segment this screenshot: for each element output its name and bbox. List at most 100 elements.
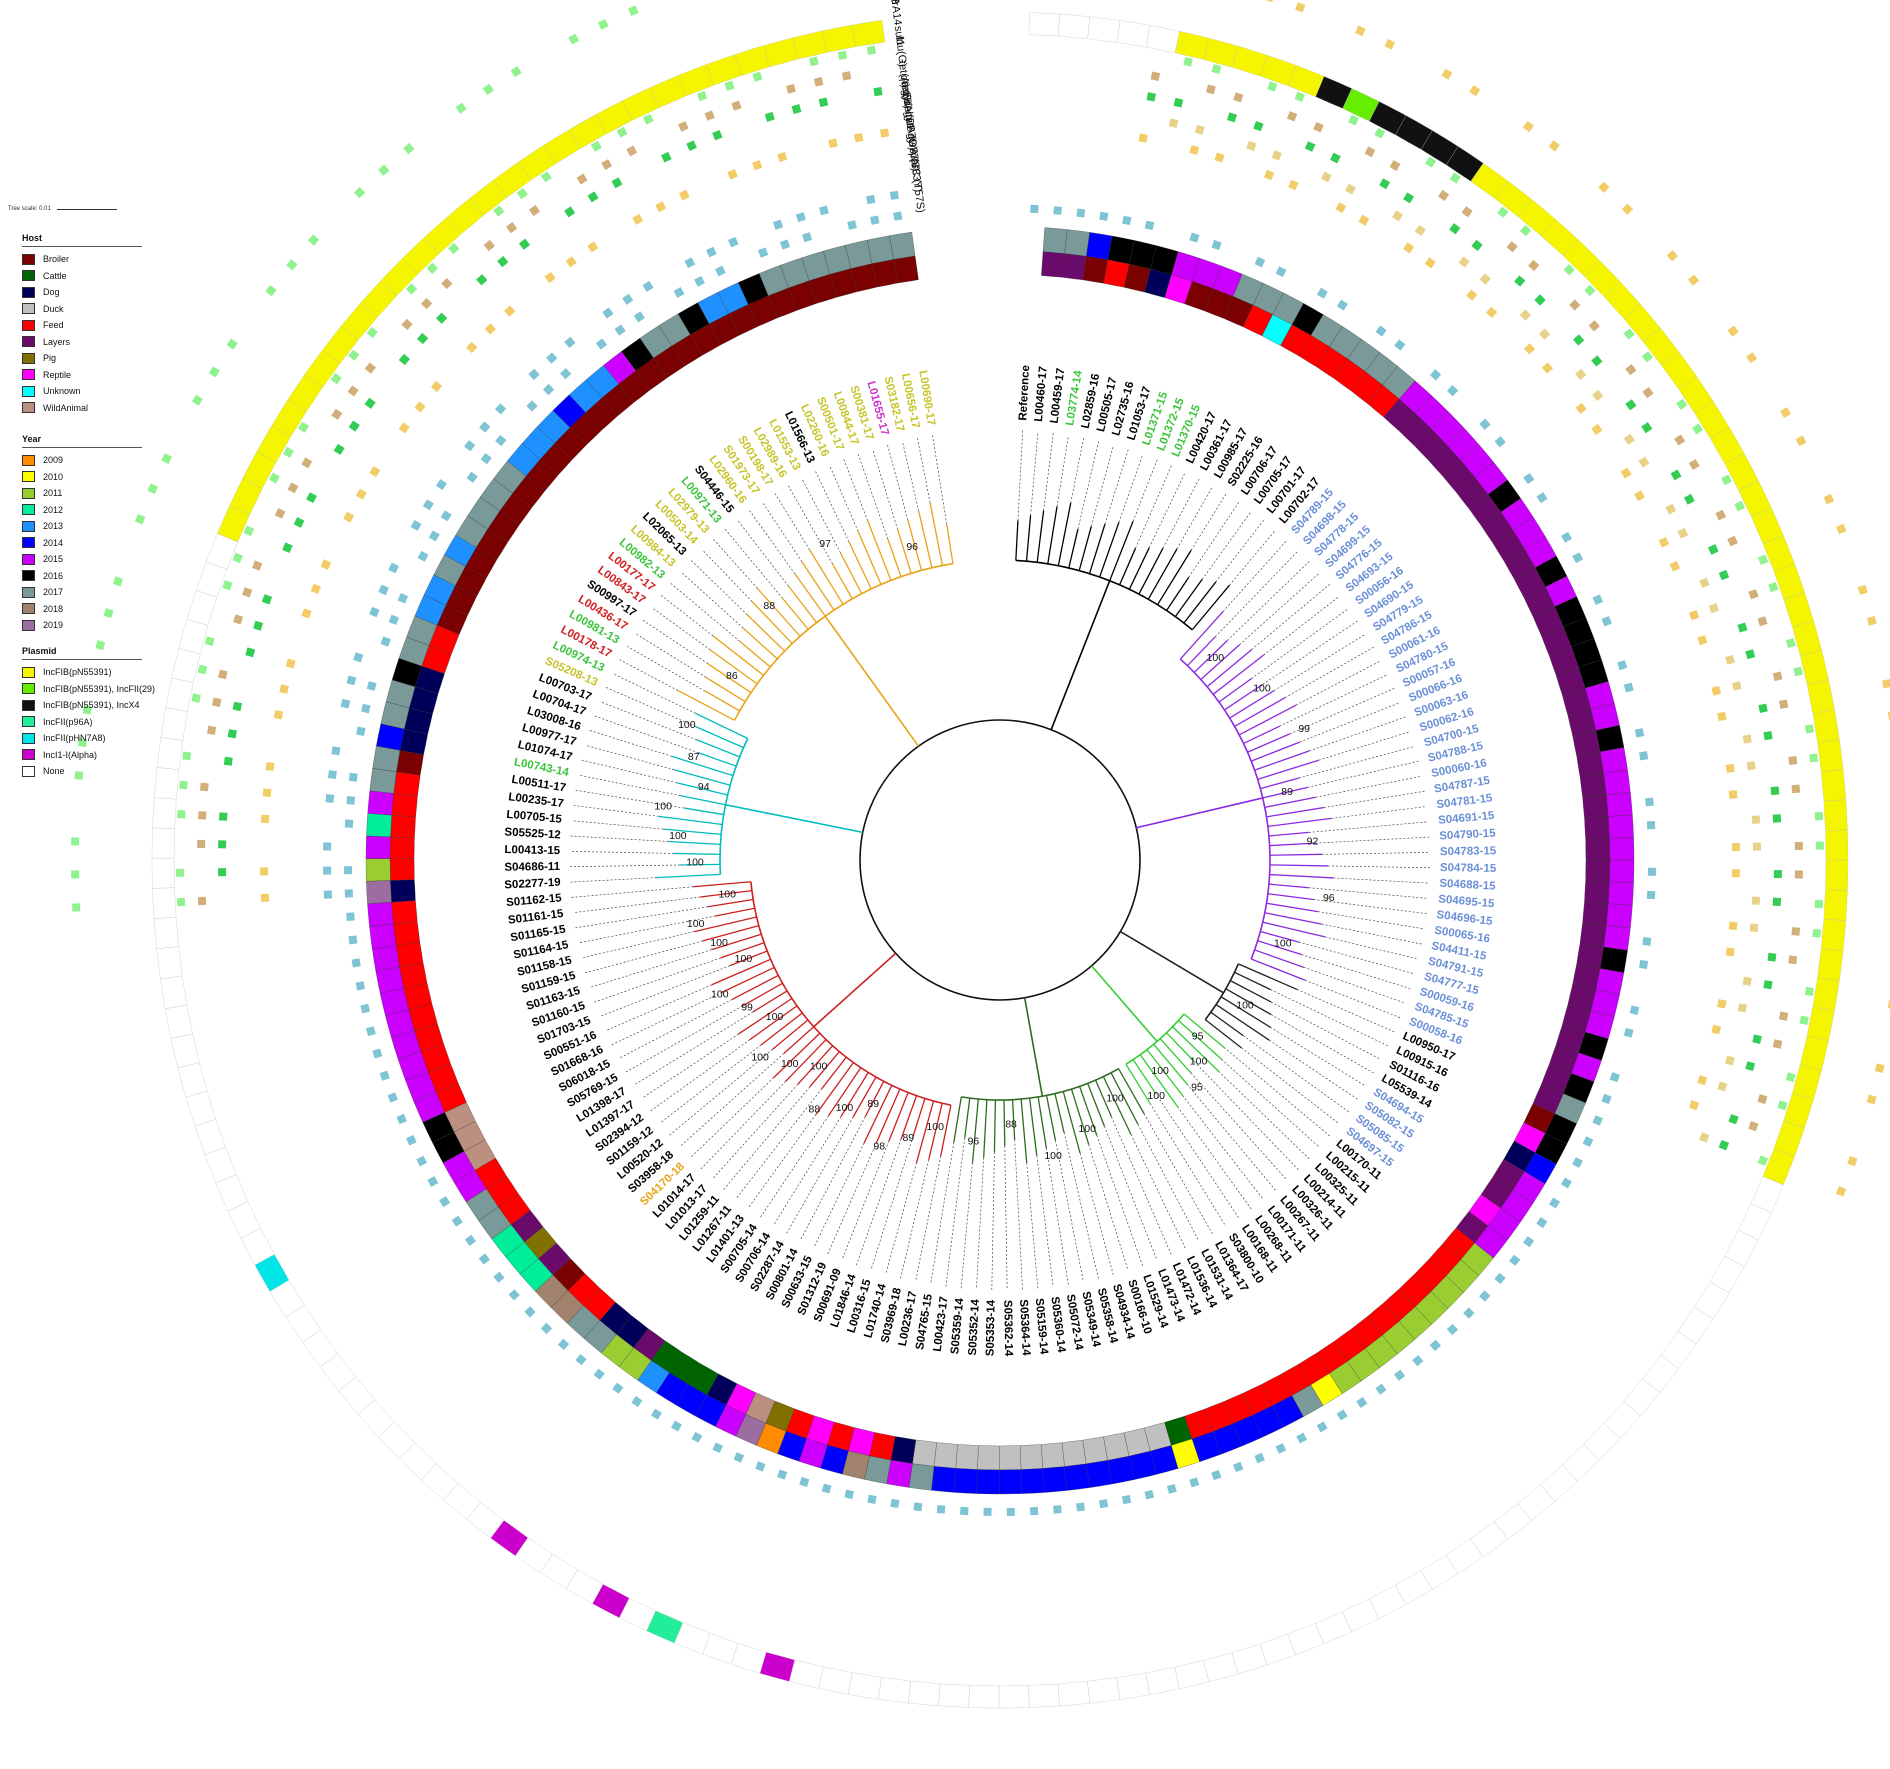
leaf-dotted-extension: [1262, 620, 1358, 685]
host-ring-segment: [1020, 1444, 1043, 1470]
gene-presence-square: [1874, 1063, 1885, 1074]
leaf-dotted-extension: [1270, 989, 1388, 1047]
leaf-branch: [773, 1032, 821, 1079]
leaf-dotted-extension: [1269, 1039, 1358, 1100]
year-ring-segment: [1608, 814, 1634, 839]
gene-presence-square: [1749, 923, 1759, 933]
gene-presence-square: [1522, 120, 1535, 133]
host-ring-segment: [1041, 251, 1065, 278]
gene-presence-square: [890, 1498, 900, 1509]
gene-presence-square: [508, 1289, 520, 1301]
plasmid-ring-segment: [177, 1062, 208, 1098]
year-ring-segment: [1086, 232, 1113, 260]
plasmid-ring-segment: [938, 1683, 970, 1708]
leaf-branch: [760, 1012, 803, 1046]
year-legend-item: 2013: [22, 518, 142, 535]
leaf-branch: [864, 1081, 885, 1118]
gene-presence-square: [1572, 552, 1584, 564]
gene-presence-square: [1514, 275, 1526, 287]
gene-presence-square: [1389, 160, 1401, 171]
gene-presence-square: [397, 593, 409, 604]
gene-presence-square: [479, 421, 491, 433]
leaf-dotted-extension: [1222, 539, 1288, 612]
leaf-branch: [1118, 547, 1137, 586]
gene-presence-square: [1356, 1396, 1368, 1408]
host-legend-item: Layers: [22, 334, 142, 351]
plasmid-ring-segment: [151, 857, 175, 889]
gene-presence-square: [71, 870, 80, 879]
gene-presence-square: [889, 190, 900, 200]
gene-presence-square: [1748, 589, 1759, 600]
leaf-dotted-extension: [650, 1039, 751, 1112]
gene-presence-square: [597, 19, 609, 30]
leaf-dotted-extension: [1318, 731, 1411, 761]
bootstrap-value: 89: [867, 1098, 879, 1110]
gene-presence-square: [1598, 181, 1610, 193]
leaf-branch: [1191, 584, 1230, 631]
leaf-dotted-extension: [827, 1142, 877, 1255]
leaf-branch: [1234, 697, 1286, 727]
leaf-dotted-extension: [570, 835, 669, 842]
year-ring-segment: [367, 902, 394, 927]
leaf-dotted-extension: [691, 560, 748, 616]
gene-presence-square: [1725, 654, 1735, 665]
gene-presence-square: [1098, 1499, 1109, 1509]
gene-presence-square: [1392, 210, 1404, 222]
leaf-dotted-extension: [571, 820, 664, 830]
leaf-branch: [1238, 704, 1297, 736]
leaf-dotted-extension: [1004, 1145, 1008, 1290]
leaf-dotted-extension: [1149, 1103, 1226, 1227]
gene-presence-square: [348, 349, 360, 361]
gene-presence-square: [510, 66, 522, 78]
gene-presence-square: [283, 446, 294, 458]
leaf-branch: [876, 1088, 901, 1143]
gene-presence-square: [1469, 85, 1481, 97]
host-ring-segment: [912, 1439, 937, 1467]
leaf-branch: [1025, 515, 1032, 562]
plasmid-ring-segment: [178, 618, 209, 654]
gene-presence-square: [1847, 1156, 1858, 1167]
gene-presence-square: [1772, 1039, 1783, 1049]
bootstrap-value: 100: [1236, 999, 1254, 1011]
leaf-dotted-extension: [1014, 1139, 1023, 1290]
gene-presence-square: [323, 890, 333, 899]
gene-presence-square: [1549, 1197, 1561, 1209]
leaf-dotted-extension: [600, 701, 698, 741]
bootstrap-value: 100: [1044, 1150, 1062, 1162]
leaf-dotted-extension: [1046, 1148, 1069, 1285]
leaf-branch: [1172, 1026, 1220, 1072]
leaf-branch: [707, 663, 752, 694]
gene-presence-square: [1676, 398, 1688, 410]
leaf-branch: [739, 640, 771, 668]
gene-presence-square: [147, 483, 159, 494]
gene-presence-square: [1591, 355, 1603, 367]
gene-presence-square: [1211, 64, 1222, 74]
gene-presence-square: [1757, 554, 1769, 565]
gene-presence-square: [1728, 790, 1738, 799]
gene-presence-square: [484, 323, 497, 335]
leaf-branch: [840, 1072, 869, 1118]
leaf-dotted-extension: [612, 673, 696, 714]
leaf-branch: [1238, 963, 1298, 991]
leaf-dotted-extension: [711, 1084, 799, 1180]
leaf-label: L00705-15: [506, 809, 563, 826]
leaf-dotted-extension: [1017, 430, 1024, 521]
plasmid-ring-segment: [152, 887, 177, 919]
gene-presence-square: [1717, 711, 1727, 722]
gene-presence-square: [809, 56, 819, 67]
gene-presence-square: [893, 211, 903, 221]
gene-presence-square: [1316, 1421, 1328, 1433]
gene-presence-square: [1076, 1502, 1085, 1512]
leaf-branch: [1268, 831, 1309, 837]
bootstrap-value: 100: [1078, 1123, 1096, 1135]
leaf-branch: [1102, 1076, 1132, 1135]
leaf-dotted-extension: [581, 931, 695, 959]
gene-presence-square: [286, 259, 298, 271]
gene-presence-square: [1623, 328, 1635, 340]
gene-presence-square: [344, 866, 353, 875]
leaf-branch: [1193, 640, 1228, 673]
gene-presence-square: [1494, 1272, 1506, 1285]
leaf-dotted-extension: [713, 539, 758, 589]
leaf-dotted-extension: [1221, 1059, 1320, 1148]
year-legend-item: 2012: [22, 502, 142, 519]
